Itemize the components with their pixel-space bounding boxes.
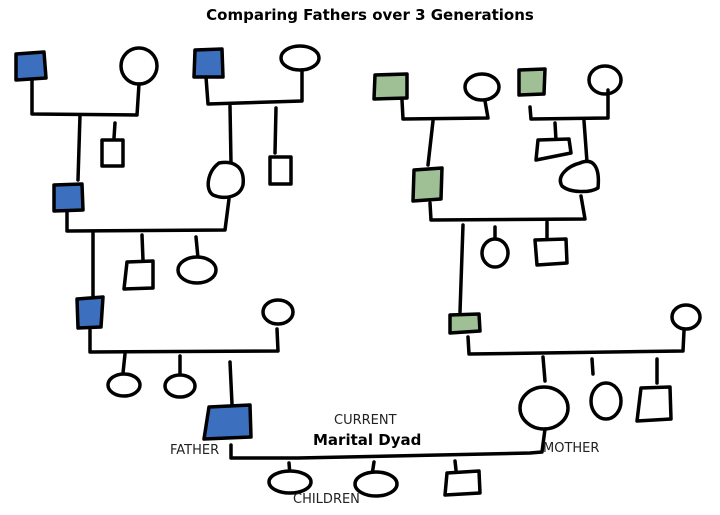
child-line <box>426 119 435 167</box>
child-line <box>541 355 547 383</box>
sibling-female <box>589 381 623 421</box>
mother-of-mother <box>670 303 702 331</box>
marital-dyad-label: Marital Dyad <box>313 431 422 449</box>
child-line <box>590 357 595 376</box>
sibling-female <box>480 237 510 269</box>
marriage-line <box>204 68 304 106</box>
great-grandmother-pp <box>119 46 159 86</box>
sibling-female <box>163 373 197 399</box>
great-grandfather-pm <box>192 47 225 79</box>
marriage-line <box>528 88 610 121</box>
current-father <box>202 403 253 441</box>
current-mother <box>518 385 570 431</box>
child-line <box>553 121 558 142</box>
sibling-female <box>176 255 218 285</box>
child-male <box>443 469 482 497</box>
child-line <box>112 121 117 140</box>
child-female-2 <box>353 470 399 498</box>
grandfather-paternal <box>52 182 85 213</box>
child-line <box>453 459 458 472</box>
child-line <box>458 223 465 314</box>
child-line <box>582 119 589 164</box>
child-line <box>140 233 145 262</box>
marriage-line <box>65 197 231 233</box>
grandmother-paternal <box>206 160 245 199</box>
sibling-male <box>122 259 155 291</box>
sibling-female <box>106 372 142 398</box>
child-line <box>228 360 234 406</box>
current-marriage-line <box>229 427 547 460</box>
child-line <box>273 106 278 155</box>
marriage-line <box>428 194 587 222</box>
child-line <box>228 104 233 165</box>
sibling-male <box>100 138 125 168</box>
great-grandmother-pm <box>279 44 321 72</box>
marriage-line <box>88 327 280 354</box>
children-label: CHILDREN <box>293 492 360 507</box>
diagram-title: Comparing Fathers over 3 Generations <box>206 6 534 24</box>
grandfather-maternal <box>411 166 444 203</box>
current-label: CURRENT <box>334 413 397 428</box>
mother-label: MOTHER <box>543 441 600 456</box>
marriage-line <box>30 78 141 117</box>
marriage-line <box>466 329 686 356</box>
mother-of-father <box>261 298 295 326</box>
sibling-male <box>534 137 573 162</box>
marriage-line <box>400 98 490 121</box>
great-grandmother-mp <box>463 72 501 102</box>
great-grandfather-mp <box>372 72 409 101</box>
grandmother-maternal <box>558 159 601 194</box>
child-female-1 <box>267 469 313 495</box>
child-line <box>194 235 200 260</box>
father-of-mother <box>448 312 482 335</box>
great-grandfather-pp <box>14 50 48 82</box>
father-of-father <box>75 295 105 330</box>
sibling-male <box>533 237 569 267</box>
father-label: FATHER <box>170 443 220 458</box>
sibling-male <box>268 155 293 186</box>
child-line <box>121 352 127 375</box>
sibling-male <box>635 385 673 423</box>
child-line <box>76 113 82 182</box>
great-grandfather-mm <box>517 67 547 97</box>
great-grandmother-mm <box>587 64 623 96</box>
